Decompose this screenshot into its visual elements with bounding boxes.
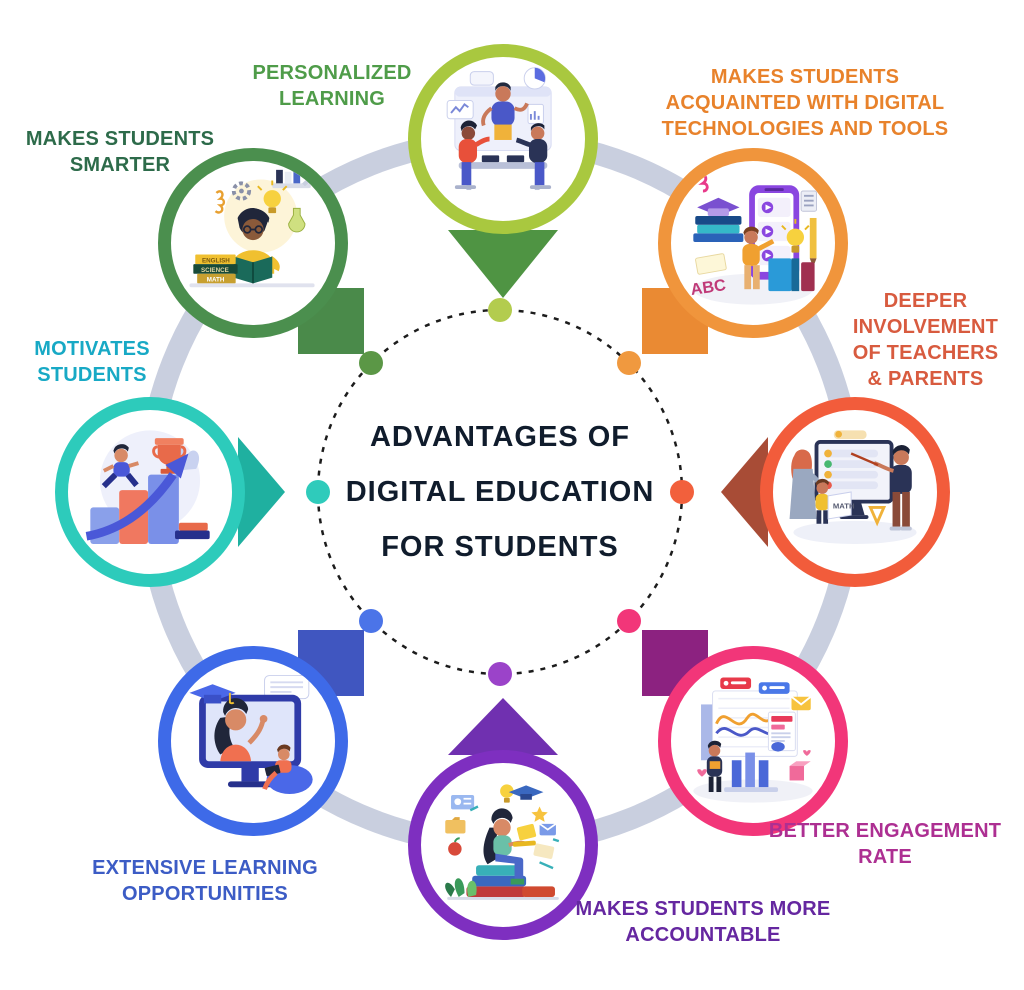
triangle-ruler-icon (868, 505, 887, 527)
table (458, 162, 548, 169)
illustration-analytics-dashboard (693, 677, 813, 803)
dot-bottomleft (359, 609, 383, 633)
book-spine-label: SCIENCE (201, 267, 229, 274)
graduation-cap-icon (189, 684, 236, 702)
growth-arrow-icon (85, 472, 177, 541)
heart-icon (697, 769, 707, 777)
apple-icon (448, 842, 462, 856)
node-extensive-learning (158, 646, 348, 836)
graduation-cap-icon (697, 197, 740, 217)
shelf (272, 183, 311, 189)
dot-left (306, 480, 330, 504)
illustration-growth-trophy (85, 430, 210, 544)
gear-icon (231, 181, 252, 201)
pencil-icon (809, 217, 817, 259)
dot-right (670, 480, 694, 504)
books-icon (768, 258, 792, 292)
node-teacher-parent-involvement: MATH (760, 397, 950, 587)
speech-bubble-icon (469, 71, 494, 86)
book-stack-icon (693, 233, 744, 243)
label-engagement-rate: BETTER ENGAGEMENT RATE (768, 820, 1002, 868)
book-stack-icon (466, 886, 527, 897)
flask-icon (288, 207, 306, 233)
hub-title-line2: DIGITAL EDUCATION (345, 476, 655, 508)
node-motivates-students (55, 397, 245, 587)
analyst-figure (708, 744, 721, 757)
laptop-icon (516, 823, 537, 841)
math-book-label: MATH (833, 501, 855, 510)
illustration-smartphone-elearning: ABC (689, 174, 818, 305)
teacher-figure (893, 449, 909, 466)
notepad-icon (695, 253, 727, 275)
abc-letters: ABC (689, 276, 727, 299)
runner-figure (114, 448, 128, 463)
plant-icon (454, 878, 465, 897)
illustration-boy-reading: ENGLISH SCIENCE MATH (189, 169, 315, 288)
node-personalized-learning (408, 44, 598, 234)
lightbulb-icon (786, 228, 805, 246)
folder-icon (445, 819, 466, 834)
pointer-triangle-left (238, 437, 285, 547)
hub-title: ADVANTAGES OF DIGITAL EDUCATION FOR STUD… (340, 410, 660, 575)
illustration-girl-on-books (445, 784, 560, 900)
illustration-teacher-screen-parents: MATH (789, 430, 917, 544)
dot-topright (617, 351, 641, 375)
idea-squiggle (214, 190, 226, 214)
ribbon-icon (698, 174, 709, 193)
label-motivates-students: MOTIVATES STUDENTS (34, 338, 150, 386)
dot-top (488, 298, 512, 322)
bar-chart-bars (731, 760, 742, 788)
pie-ellipse (771, 741, 785, 752)
screen-task-rows (824, 449, 879, 490)
laptop-icon (506, 155, 525, 163)
student-figure-left (461, 126, 476, 140)
girl-figure (483, 827, 502, 865)
heart-icon (803, 750, 811, 756)
lightbulb-icon (263, 190, 281, 208)
label-extensive-learning: EXTENSIVE LEARNING OPPORTUNITIES (92, 857, 318, 905)
math-book-icon (827, 491, 852, 520)
pink-cube (789, 766, 805, 781)
node-engagement-rate (658, 646, 848, 836)
student-figure-right (530, 126, 545, 140)
dot-bottom (488, 662, 512, 686)
label-digital-technologies: MAKES STUDENTS ACQUAINTED WITH DIGITAL T… (661, 66, 949, 140)
books-icon (175, 530, 210, 540)
illustration-teacher-presenting (446, 67, 552, 191)
label-accountable: MAKES STUDENTS MORE ACCOUNTABLE (575, 898, 831, 946)
pointer-triangle-top (448, 230, 558, 298)
laptop-icon (481, 155, 500, 163)
note-icon (533, 843, 555, 859)
star-icon (531, 806, 548, 822)
dot-topleft (359, 351, 383, 375)
video-lesson-rows (757, 197, 791, 266)
label-personalized-learning: PERSONALIZED LEARNING (252, 62, 412, 110)
node-digital-technologies: ABC (658, 148, 848, 338)
task-pill (833, 430, 867, 440)
book-spine-label: MATH (207, 277, 225, 284)
label-makes-smarter: MAKES STUDENTS SMARTER (25, 128, 215, 176)
book-stack-icon (195, 254, 236, 265)
student-figure (278, 748, 290, 761)
lightbulb-icon (500, 784, 514, 798)
label-teacher-parent-involvement: DEEPER INVOLVEMENT OF TEACHERS & PARENTS (852, 290, 999, 390)
trophy-icon (154, 438, 184, 445)
person-figure (744, 230, 758, 244)
dot-bottomright (617, 609, 641, 633)
pointer-stick-icon (850, 452, 879, 467)
hub-title-line3: FOR STUDENTS (381, 531, 619, 563)
hub-title-line1: ADVANTAGES OF (369, 421, 631, 453)
book-spine-label: ENGLISH (202, 257, 230, 264)
illustration-online-class-monitor (189, 675, 313, 794)
pointer-triangle-bottom (448, 698, 558, 755)
pointer-triangle-right (721, 437, 768, 547)
child-figure (816, 482, 829, 494)
teacher-figure (495, 86, 511, 102)
